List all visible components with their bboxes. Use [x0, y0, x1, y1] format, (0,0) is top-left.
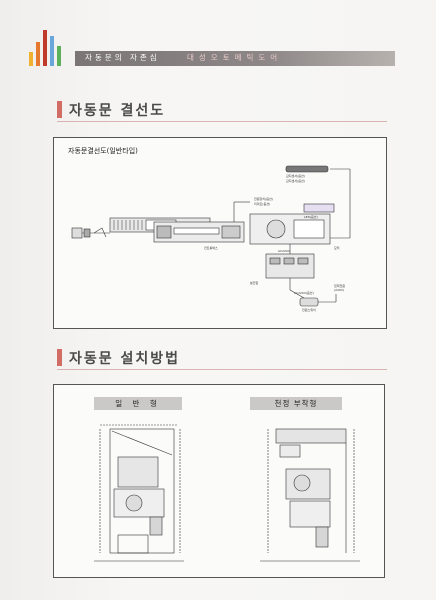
control-transformer	[156, 225, 172, 239]
standard-mechanism	[117, 456, 159, 488]
control-relay	[221, 225, 241, 239]
header-band: 자동문의 자존심 대성오토메틱도어	[75, 51, 395, 66]
label-ac220-plug: AC220V(옵션)	[294, 291, 314, 295]
wiring-diagram	[71, 165, 351, 307]
control-terminal	[173, 227, 220, 235]
logo-bar-2	[36, 42, 40, 66]
power-switch	[299, 297, 319, 307]
section-wiring-heading: 자동문 결선도	[57, 98, 387, 122]
ceiling-housing	[289, 500, 331, 528]
label-input-power: 입력전원	[334, 284, 346, 288]
heading-accent-bar	[57, 101, 62, 118]
wiring-diagram-box: 자동문결선도(일반타입)	[53, 137, 387, 329]
ceiling-rail	[275, 428, 347, 444]
install-type-standard: 일 반 형	[94, 397, 182, 410]
header-title: 자동문의 자존심	[85, 53, 160, 62]
ceiling-mount	[279, 444, 301, 458]
led-unit	[303, 203, 335, 213]
install-type-ceiling: 천정 부착형	[250, 397, 342, 410]
logo-bar-1	[29, 52, 33, 66]
installation-box: 일 반 형 천정 부착형	[53, 384, 385, 578]
ceiling-gear	[293, 474, 311, 492]
label-motor: 모터	[334, 246, 340, 250]
label-input-power-voltage: (220V)	[334, 288, 345, 292]
motor-wheel	[266, 219, 286, 239]
section-wiring-title: 자동문 결선도	[69, 103, 166, 119]
logo-bars-graphic	[29, 30, 61, 66]
logo-bar-3	[43, 30, 47, 66]
logo-bars-icon	[27, 28, 77, 68]
label-sensor-2: 감지센서(옵션)	[286, 179, 305, 183]
label-power-switch: 전원스위치	[302, 308, 316, 312]
label-sensor: 감지센서(옵션)	[286, 174, 305, 178]
installation-drawings	[94, 424, 360, 562]
standard-base	[117, 534, 149, 554]
logo-bar-5	[57, 46, 61, 66]
label-controller: 컨트롤박스	[204, 246, 218, 250]
heading-underline	[57, 369, 387, 370]
label-switch-box: 분전함	[250, 281, 259, 285]
standard-gear	[125, 494, 143, 512]
label-limit: 리미트(옵션)	[254, 202, 271, 206]
section-install-title: 자동문 설치방법	[69, 351, 181, 367]
label-power-unit: 전원장치(옵션)	[254, 197, 273, 201]
heading-accent-bar	[57, 349, 62, 366]
header-slogan: 대성오토메틱도어	[187, 53, 283, 62]
belt-hook	[93, 227, 107, 238]
left-clamp	[83, 228, 91, 238]
section-install-heading: 자동문 설치방법	[57, 346, 387, 370]
heading-underline	[57, 121, 387, 122]
ceiling-bracket	[315, 526, 329, 548]
wiring-diagram-title: 자동문결선도(일반타입)	[68, 147, 138, 155]
logo-bar-4	[50, 36, 54, 66]
left-pulley	[71, 227, 83, 239]
label-led: LED(옵션)	[304, 215, 318, 219]
top-sensor	[285, 165, 329, 173]
switch-box	[265, 253, 315, 279]
motor-body	[293, 219, 325, 239]
standard-arm	[111, 430, 173, 456]
label-ac220: AC220V	[278, 249, 290, 253]
standard-bracket	[149, 516, 163, 536]
